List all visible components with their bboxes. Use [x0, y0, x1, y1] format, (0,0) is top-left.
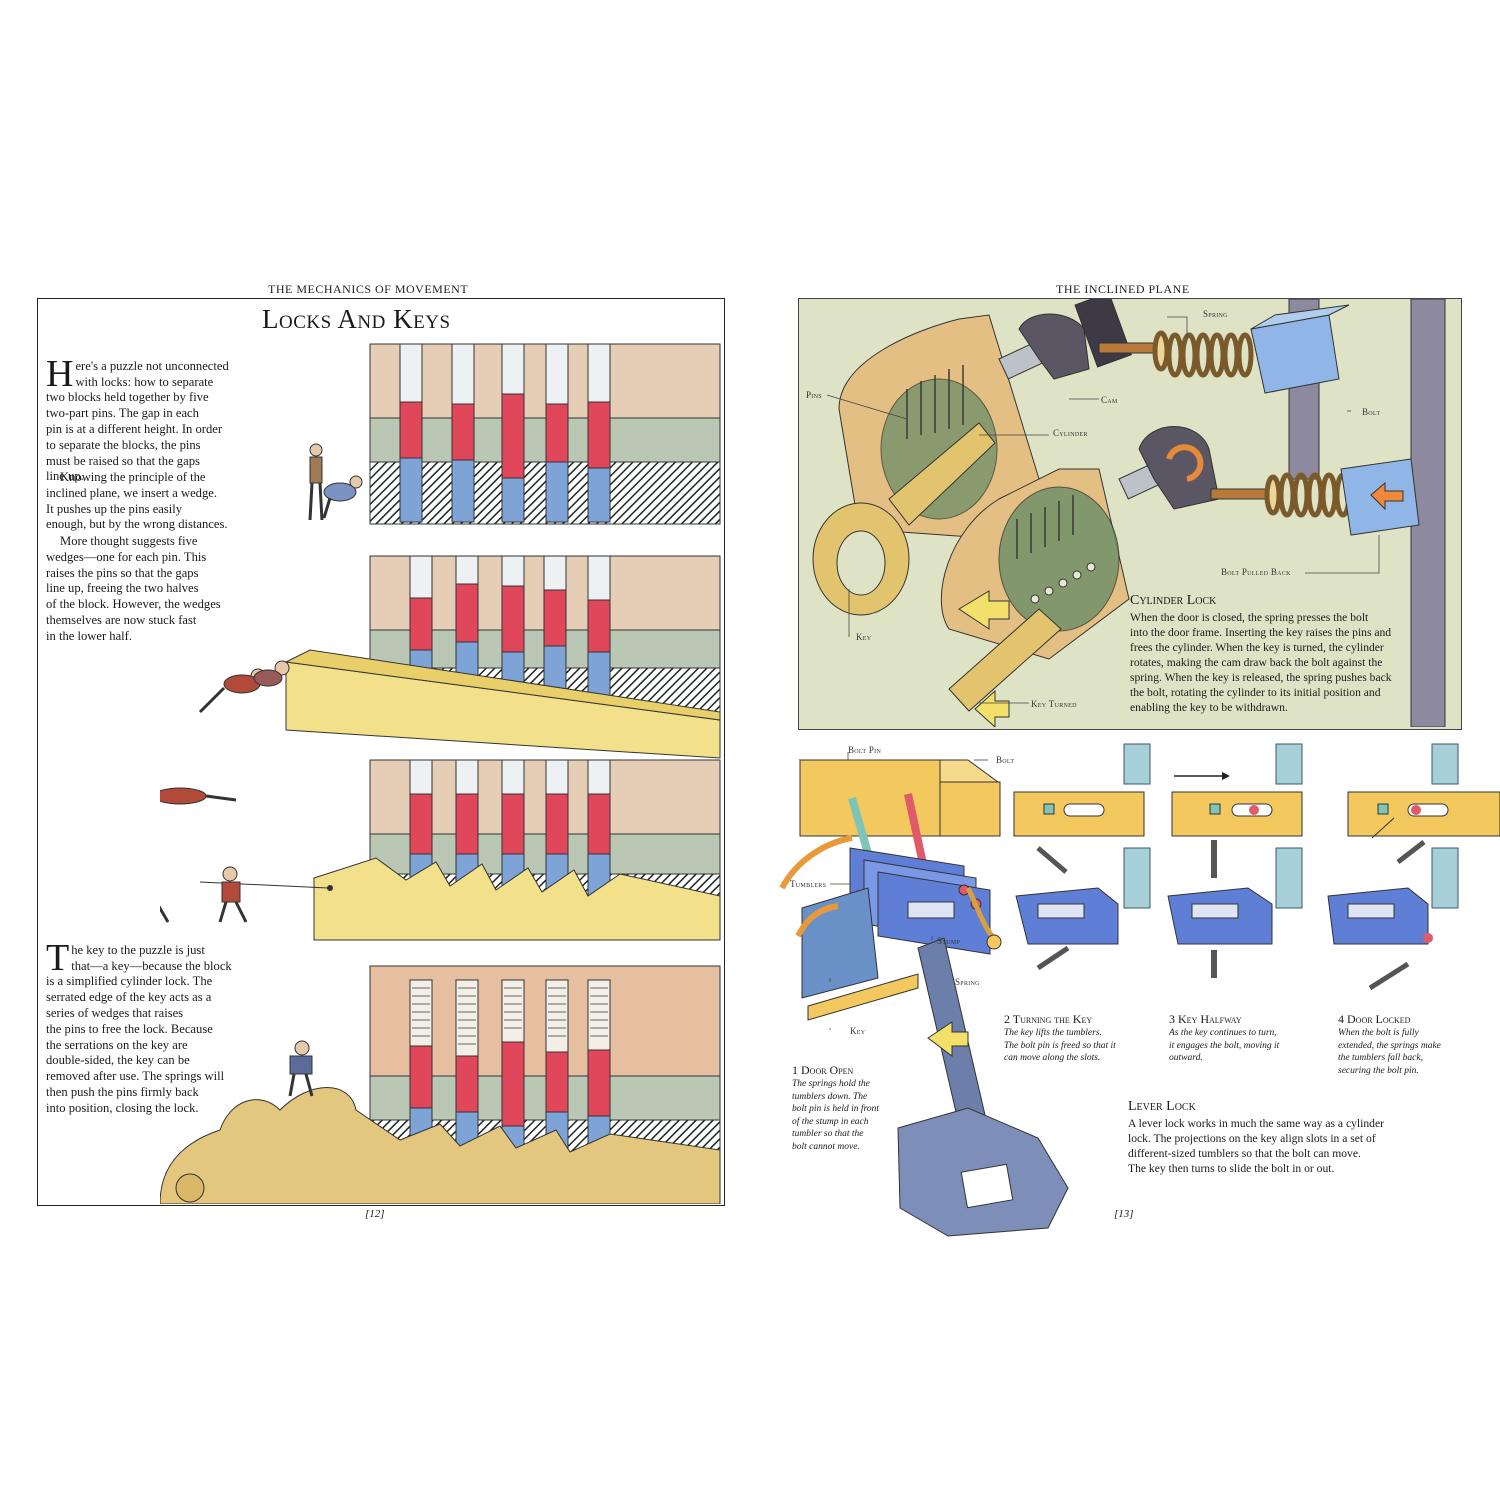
tumbler-stack [849, 847, 991, 955]
figures-resting [160, 787, 237, 805]
label-key-lever: Key [850, 1026, 866, 1036]
page-number-left: [12] [365, 1208, 385, 1220]
key-bow [160, 1087, 721, 1204]
cylinder-lock-text: When the door is closed, the spring pres… [1130, 611, 1392, 714]
paragraph-4-text: he key to the puzzle is just that—a key—… [46, 942, 232, 1115]
running-head-right: THE INCLINED PLANE [1056, 282, 1190, 296]
block-panel-4 [160, 965, 721, 1204]
drop-cap-h: H [46, 352, 74, 395]
pin-set-1 [399, 343, 611, 523]
drop-cap-t: T [46, 936, 70, 979]
label-spring-cyl: Spring [1203, 309, 1228, 319]
label-tumblers: Tumblers [790, 879, 827, 889]
paragraph-2: Knowing the principle of the inclined pl… [46, 470, 228, 532]
step-4-text: When the bolt is fully extended, the spr… [1338, 1028, 1441, 1076]
running-head-left: THE MECHANICS OF MOVEMENT [268, 282, 469, 296]
block-panel-2 [160, 555, 721, 805]
block-panel-1 [308, 343, 721, 525]
step-4-heading: 4 Door Locked [1338, 1012, 1411, 1026]
label-cam: Cam [1101, 395, 1118, 405]
pin-block-illustrations [160, 343, 721, 1204]
label-bolt-pin: Bolt Pin [848, 745, 882, 755]
step-1-heading: 1 Door Open [792, 1063, 854, 1077]
label-cylinder: Cylinder [1053, 428, 1088, 438]
figures-puzzling [308, 443, 363, 521]
step-2-heading: 2 Turning the Key [1004, 1012, 1093, 1026]
upper-spring [1152, 330, 1254, 378]
cylinder-lock-illustration [812, 299, 1446, 727]
label-pins: Pins [806, 390, 822, 400]
page-title: Locks And Keys [262, 304, 451, 334]
label-bolt-pulled-back: Bolt Pulled Back [1221, 567, 1291, 577]
five-wedges [313, 857, 721, 941]
figures-pulling [160, 866, 248, 923]
step-caption-1: 1 Door Open The springs hold the tumbler… [792, 1063, 912, 1153]
step-1-text: The springs hold the tumblers down. The … [792, 1079, 879, 1152]
page-number-right: [13] [1114, 1208, 1134, 1220]
lever-lock-heading: Lever Lock [1128, 1099, 1196, 1114]
lower-spring [1264, 472, 1352, 518]
lever-lock-text: A lever lock works in much the same way … [1128, 1117, 1384, 1175]
step-4-diagram [1327, 791, 1500, 991]
block-panel-3 [160, 759, 721, 941]
label-bolt-lever: Bolt [996, 755, 1015, 765]
cylinder-lock-heading: Cylinder Lock [1130, 593, 1217, 608]
lever-lock-illustration [779, 743, 1500, 1237]
lower-key [948, 590, 1062, 727]
label-key-turned: Key Turned [1031, 699, 1077, 709]
step-3-heading: 3 Key Halfway [1169, 1012, 1242, 1026]
figures-pushing [198, 660, 290, 714]
figure-on-key [288, 1040, 314, 1097]
step-caption-2: 2 Turning the Key The key lifts the tumb… [1004, 1012, 1154, 1065]
upper-key [812, 422, 996, 616]
label-key-cyl: Key [856, 632, 872, 642]
step-2-text: The key lifts the tumblers. The bolt pin… [1004, 1028, 1116, 1063]
step-caption-3: 3 Key Halfway As the key continues to tu… [1169, 1012, 1319, 1065]
door-frames [1123, 743, 1459, 909]
step-2-diagram [1013, 791, 1145, 971]
paragraph-1: ere's a puzzle not unconnected with lock… [46, 358, 229, 484]
label-spring-lever: Spring [955, 977, 980, 987]
paragraph-3: More thought suggests five wedges—one fo… [46, 534, 221, 643]
label-stump: Stump [937, 936, 961, 946]
step-3-diagram [1167, 772, 1303, 978]
label-bolt-cyl: Bolt [1362, 407, 1381, 417]
base-plate [807, 973, 919, 1021]
step-3-text: As the key continues to turn, it engages… [1169, 1028, 1280, 1063]
step-caption-4: 4 Door Locked When the bolt is fully ext… [1338, 1012, 1478, 1077]
